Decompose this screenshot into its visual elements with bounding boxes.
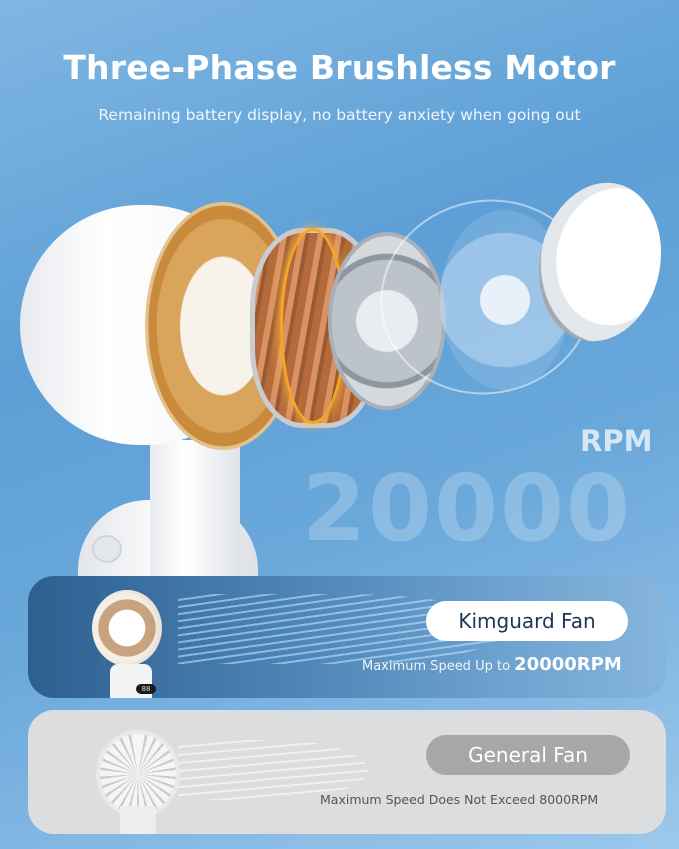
kimguard-fan-image: [92, 590, 162, 666]
weak-airflow-icon: [178, 740, 368, 800]
page-subtitle: Remaining battery display, no battery an…: [98, 106, 581, 124]
general-speed-text: Maximum Speed Does Not Exceed 8000RPM: [320, 792, 599, 807]
rpm-unit-label: RPM: [580, 424, 653, 458]
kimguard-fan-card: 88 Kimguard Fan Maximum Speed Up to 2000…: [28, 576, 666, 698]
general-fan-label: General Fan: [426, 735, 630, 775]
kimguard-speed-prefix: Maximum Speed Up to: [362, 659, 515, 674]
gear-assembly-icon: [328, 232, 446, 410]
motor-exploded-illustration: [0, 170, 679, 590]
kimguard-speed-text: Maximum Speed Up to 20000RPM: [362, 654, 622, 675]
kimguard-fan-label: Kimguard Fan: [426, 601, 628, 641]
rpm-value: 20000: [302, 455, 633, 562]
battery-display: 88: [136, 684, 156, 694]
page-title: Three-Phase Brushless Motor: [63, 48, 616, 87]
fan-stem: [150, 440, 240, 580]
general-fan-image: [96, 730, 180, 818]
general-fan-card: General Fan Maximum Speed Does Not Excee…: [28, 710, 666, 834]
general-fan-handle: [120, 806, 156, 834]
kimguard-speed-value: 20000RPM: [514, 654, 622, 675]
lanyard-hole-icon: [92, 535, 122, 563]
